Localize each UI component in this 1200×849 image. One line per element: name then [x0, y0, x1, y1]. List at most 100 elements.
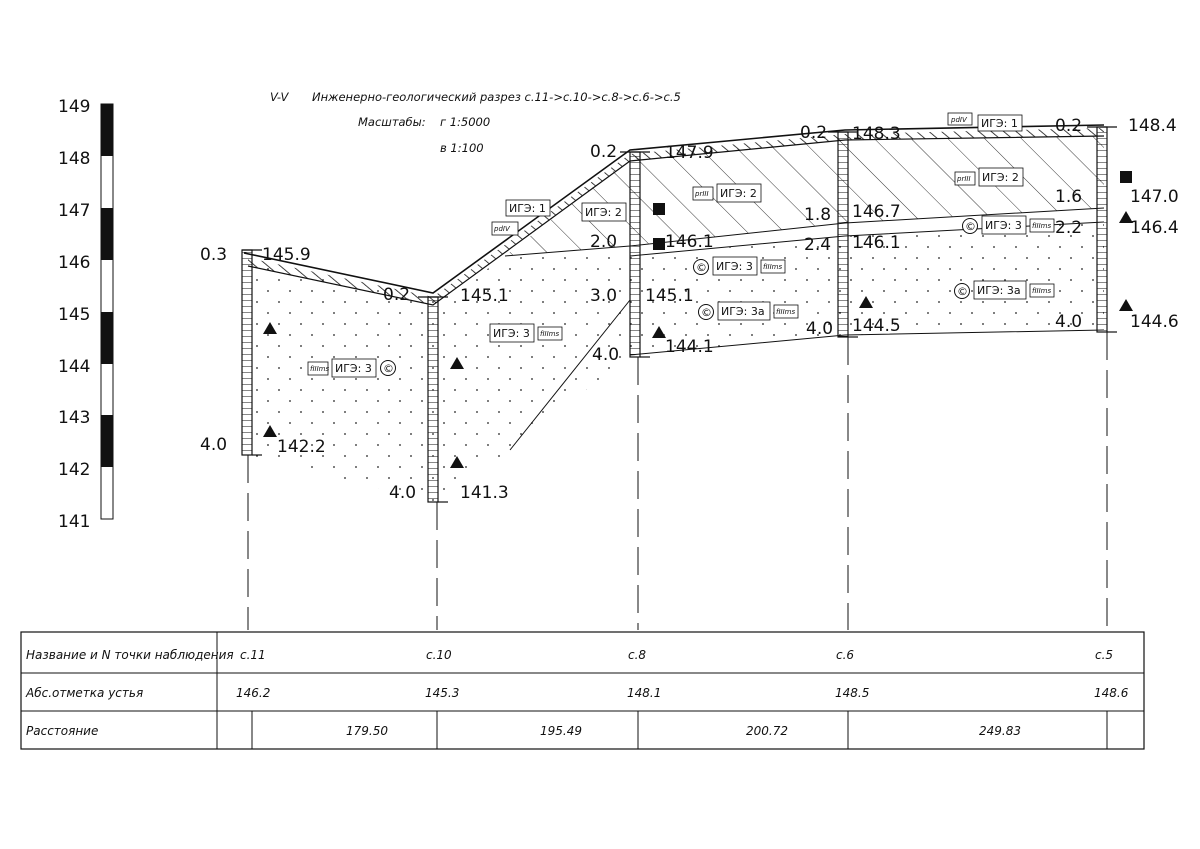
c11-top-elevation: 145.9: [262, 245, 311, 265]
groundwater-marker-icon: [859, 296, 873, 308]
vertical-scale: в 1:100: [440, 141, 484, 155]
borehole-c11: 0.3 145.9 0.2 4.0 142.2: [200, 245, 410, 630]
genesis-label: fIIIms: [540, 330, 559, 338]
layer-ige3-sand: [248, 222, 1104, 502]
c11-bottom-elevation: 142.2: [277, 437, 326, 457]
groundwater-marker-icon: [450, 357, 464, 369]
copyright-icon: ©: [701, 306, 712, 319]
scale-tick-label: 143: [58, 408, 90, 428]
section-title-text: Инженерно-геологический разрез с.11->с.1…: [312, 90, 681, 104]
c8-bottom-elevation: 144.1: [665, 337, 714, 357]
c6-mid-depth: 1.8: [804, 205, 831, 225]
distance-cell: 195.49: [540, 724, 582, 738]
scale-tick-label: 148: [58, 149, 90, 169]
ige-label: ИГЭ: 2: [720, 187, 757, 200]
copyright-icon: ©: [383, 362, 394, 375]
sample-marker-icon: [653, 203, 665, 215]
groundwater-marker-icon: [1119, 299, 1133, 311]
row-header-elevation: Абс.отметка устья: [25, 686, 143, 700]
elevation-cell: 148.6: [1094, 686, 1129, 700]
genesis-label: fIIIms: [763, 263, 782, 271]
elevation-cell: 148.5: [835, 686, 869, 700]
point-name-cell: с.5: [1095, 648, 1113, 662]
c6-mid-elevation: 146.7: [852, 202, 901, 222]
ige-label: ИГЭ: 1: [509, 202, 546, 215]
scale-tick-label: 141: [58, 512, 90, 532]
c6-mid2-depth: 2.4: [804, 235, 831, 255]
groundwater-marker-icon: [652, 326, 666, 338]
sample-marker-icon: [1120, 171, 1132, 183]
ige-label: ИГЭ: 3: [985, 219, 1022, 232]
elevation-cell: 148.1: [627, 686, 661, 700]
point-name-cell: с.8: [628, 648, 646, 662]
horizontal-scale: г 1:5000: [440, 115, 490, 129]
c5-bottom-elevation: 144.6: [1130, 312, 1179, 332]
genesis-label: pdIV: [950, 116, 968, 124]
ige-label: ИГЭ: 3а: [977, 284, 1021, 297]
ige-label: ИГЭ: 3: [716, 260, 753, 273]
copyright-icon: ©: [965, 220, 976, 233]
c8-top-elevation: 147.9: [665, 143, 714, 163]
c5-mid2-elevation: 146.4: [1130, 218, 1179, 238]
row-header-point-name: Название и N точки наблюдения: [26, 648, 234, 662]
c5-mid-elevation: 147.0: [1130, 187, 1179, 207]
groundwater-marker-icon: [263, 425, 277, 437]
genesis-label: fIIIms: [310, 365, 329, 373]
borehole-c6: 0.2 148.3 1.8 146.7 2.4 146.1 4.0 144.5: [800, 123, 901, 630]
c6-bottom-elevation: 144.5: [852, 316, 901, 336]
scale-tick-label: 145: [58, 305, 90, 325]
point-name-cell: с.11: [240, 648, 266, 662]
elevation-scale-bar: 149 148 147 146 145 144 143 142 141: [58, 97, 114, 532]
c10-bottom-depth: 4.0: [389, 483, 416, 503]
ige-label: ИГЭ: 1: [981, 117, 1018, 130]
groundwater-marker-icon: [450, 456, 464, 468]
c5-mid2-depth: 2.2: [1055, 218, 1082, 238]
ige-label: ИГЭ: 3: [335, 362, 372, 375]
section-code: V-V: [270, 90, 290, 104]
point-name-cell: с.6: [836, 648, 854, 662]
section-title: V-V Инженерно-геологический разрез с.11-…: [270, 90, 681, 155]
c5-bottom-depth: 4.0: [1055, 312, 1082, 332]
c8-bottom-depth: 4.0: [592, 345, 619, 365]
scale-tick-label: 144: [58, 357, 90, 377]
borehole-table: Название и N точки наблюдения Абс.отметк…: [20, 631, 1145, 750]
layer-labels: fIIIms ИГЭ: 3 © ИГЭ: 3 fIIIms ИГЭ: 1 pdI…: [307, 112, 1055, 378]
c11-layer-depth: 0.2: [383, 285, 410, 305]
genesis-label: prIII: [694, 190, 709, 198]
scale-tick-label: 147: [58, 201, 90, 221]
groundwater-marker-icon: [1119, 211, 1133, 223]
ige-label: ИГЭ: 3а: [721, 305, 765, 318]
borehole-c8: 0.2 147.9 2.0 146.1 3.0 145.1 4.0 144.1: [590, 142, 714, 630]
c6-mid2-elevation: 146.1: [852, 233, 901, 253]
ige-label: ИГЭ: 2: [585, 206, 622, 219]
c6-bottom-depth: 4.0: [806, 319, 833, 339]
c8-top-depth: 0.2: [590, 142, 617, 162]
genesis-label: fIIIms: [776, 308, 795, 316]
borehole-c10: 145.1 4.0 141.3: [389, 286, 509, 630]
distance-cell: 249.83: [979, 724, 1021, 738]
row-header-distance: Расстояние: [26, 724, 98, 738]
c5-top-depth: 0.2: [1055, 116, 1082, 136]
genesis-label: pdIV: [493, 225, 511, 233]
elevation-cell: 145.3: [425, 686, 459, 700]
groundwater-marker-icon: [263, 322, 277, 334]
distance-cell: 200.72: [746, 724, 788, 738]
c10-top-elevation: 145.1: [460, 286, 509, 306]
c11-bottom-depth: 4.0: [200, 435, 227, 455]
copyright-icon: ©: [696, 261, 707, 274]
genesis-label: fIIIms: [1032, 287, 1051, 295]
c11-top-depth: 0.3: [200, 245, 227, 265]
c10-bottom-elevation: 141.3: [460, 483, 509, 503]
layer-ige2-loam: [505, 136, 1104, 256]
c8-mid-elevation: 146.1: [665, 232, 714, 252]
ige-label: ИГЭ: 2: [982, 171, 1019, 184]
c8-mid2-elevation: 145.1: [645, 286, 694, 306]
genesis-label: prIII: [956, 175, 971, 183]
c5-mid-depth: 1.6: [1055, 187, 1082, 207]
c8-mid2-depth: 3.0: [590, 286, 617, 306]
copyright-icon: ©: [957, 285, 968, 298]
scale-tick-label: 146: [58, 253, 90, 273]
scale-tick-label: 149: [58, 97, 90, 117]
elevation-cell: 146.2: [236, 686, 270, 700]
